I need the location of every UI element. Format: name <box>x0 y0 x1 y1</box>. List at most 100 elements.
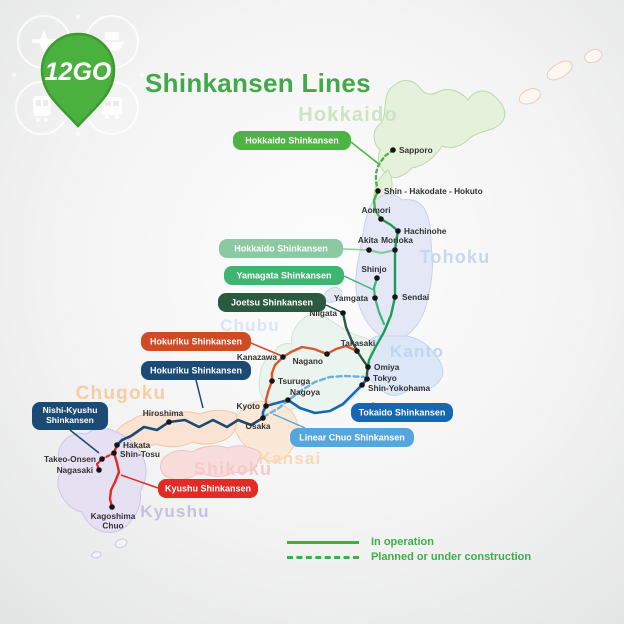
ptr-hokkaido <box>350 141 381 166</box>
city-label-shin-yokohama: Shin-Yokohama <box>368 383 430 393</box>
badge-tokaido-shinkansen <box>351 403 453 422</box>
city-dot-sendai <box>392 294 398 300</box>
badge-hokuriku-shinkansen-orange <box>141 332 251 351</box>
region-label-shikoku: Shikoku <box>194 459 272 479</box>
city-dot-akita <box>366 247 372 253</box>
badge-label-hokkaido-shinkansen: Hokkaido Shinkansen <box>245 136 339 146</box>
train-icon <box>33 96 51 122</box>
city-label-hiroshima: Hiroshima <box>143 408 184 418</box>
city-dot-nagoya <box>285 397 291 403</box>
island-s-kyushu-2 <box>90 551 102 559</box>
badge-nishi-kyushu-shinkansen <box>32 402 108 430</box>
map-pin-icon <box>40 32 116 128</box>
ptr-kyushu <box>120 474 159 489</box>
ptr-yamagata <box>343 275 375 291</box>
planned-line-swatch <box>287 555 359 559</box>
planned-label: Planned or under construction <box>371 551 532 563</box>
city-dot-yamgata <box>372 295 378 301</box>
city-label-tokyo: Tokyo <box>373 373 397 383</box>
route-akita <box>367 248 397 255</box>
badge-kyushu-shinkansen <box>158 479 258 498</box>
region-label-tohoku: Tohoku <box>420 247 491 267</box>
city-label-morioka: Morioka <box>381 235 413 245</box>
ptr-nishi-kyushu <box>69 429 100 454</box>
city-dot-osaka <box>260 415 266 421</box>
island-shikoku <box>159 445 261 481</box>
badge-hokkaido-shinkansen-2 <box>219 239 343 258</box>
region-kansai <box>233 400 299 463</box>
city-dot-kagoshima-chuo <box>109 504 115 510</box>
city-label-yamgata: Yamgata <box>334 293 369 303</box>
island-s-kyushu-1 <box>114 538 128 549</box>
map-legend: In operation Planned or under constructi… <box>287 535 531 565</box>
city-label-nagano: Nagano <box>293 356 323 366</box>
ptr-hokuriku-orange <box>250 342 283 357</box>
route-joetsu <box>341 311 370 381</box>
island-hokkaido <box>373 80 506 179</box>
route-linear-chuo <box>263 374 369 418</box>
city-label-nagasaki: Nagasaki <box>57 465 93 475</box>
city-label-hachinohe: Hachinohe <box>404 226 447 236</box>
city-label-kanazawa: Kanazawa <box>237 352 278 362</box>
badge-yamagata-shinkansen <box>224 266 344 285</box>
city-dot-hachinohe <box>395 228 401 234</box>
city-dot-aomori <box>378 216 384 222</box>
badge-label-hokuriku-shinkansen-navy: Hokuriku Shinkansen <box>150 366 242 376</box>
city-dot-takasaki <box>354 348 360 354</box>
city-label-takasaki: Takasaki <box>341 338 375 348</box>
city-label-tsuruga: Tsuruga <box>278 376 310 386</box>
city-label-kyoto: Kyoto <box>236 401 260 411</box>
brand-text: 12GO <box>45 58 112 86</box>
city-dot-hakata <box>114 442 120 448</box>
city-dot-hiroshima <box>166 419 172 425</box>
city-dot-shin-yokohama <box>359 382 365 388</box>
plane-icon <box>32 30 56 54</box>
in-operation-label: In operation <box>371 536 434 548</box>
city-dot-tokyo <box>364 376 370 382</box>
city-dot-kanazawa <box>280 354 286 360</box>
route-sanyo-navy <box>115 416 265 447</box>
city-dot-tsuruga <box>269 378 275 384</box>
badge-label-yamagata-shinkansen: Yamagata Shinkansen <box>236 271 331 281</box>
city-label-shin-tosu: Shin-Tosu <box>120 449 160 459</box>
region-label-kanto: Kanto <box>390 342 444 361</box>
region-label-kyushu: Kyushu <box>140 502 210 521</box>
city-label-shin-hakodate-hokuto: Shin - Hakodate - Hokuto <box>384 186 483 196</box>
island-kyushu <box>57 427 147 533</box>
city-dot-kyoto <box>263 403 269 409</box>
ptr-hokuriku-navy <box>195 379 204 409</box>
region-label-chubu: Chubu <box>220 316 280 335</box>
badge-label-joetsu-shinkansen: Joetsu Shinkansen <box>231 298 313 308</box>
badge-linear-chuo-shinkansen <box>290 428 414 447</box>
badge-hokuriku-shinkansen-navy <box>141 361 251 380</box>
route-hokkaido-planned <box>374 148 395 193</box>
city-dot-shin-tosu <box>111 450 117 456</box>
city-dot-takeo-onsen <box>99 456 105 462</box>
city-label-akita: Akita <box>358 235 379 245</box>
city-label-takeo-onsen: Takeo-Onsen <box>44 454 96 464</box>
city-dot-shinjo <box>374 275 380 281</box>
ptr-hokkaido-2 <box>342 248 370 251</box>
city-dot-omiya <box>365 364 371 370</box>
city-label-aomori: Aomori <box>361 205 390 215</box>
island-ne-3 <box>584 49 603 63</box>
badge-joetsu-shinkansen <box>218 293 326 312</box>
city-label-sapporo: Sapporo <box>399 145 433 155</box>
region-label-kansai: Kansai <box>259 449 322 468</box>
bus-icon <box>102 97 122 119</box>
route-hokkaido-operating <box>372 189 383 221</box>
badge-label-linear-chuo-shinkansen: Linear Chuo Shinkansen <box>299 433 405 443</box>
city-label-shinjo: Shinjo <box>361 264 386 274</box>
city-dot-niigata <box>340 310 346 316</box>
city-label-sendai: Sendai <box>402 292 429 302</box>
island-ne-1 <box>518 88 541 105</box>
route-hokuriku <box>264 344 359 408</box>
city-label-nagoya: Nagoya <box>290 387 320 397</box>
badge-label-tokaido-shinkansen: Tokaido Shinkansen <box>359 408 446 418</box>
ptr-linear-chuo <box>272 413 306 429</box>
city-label-omiya: Omiya <box>374 362 400 372</box>
city-dot-shin-hakodate-hokuto <box>375 188 381 194</box>
page-title: Shinkansen Lines <box>145 68 371 99</box>
